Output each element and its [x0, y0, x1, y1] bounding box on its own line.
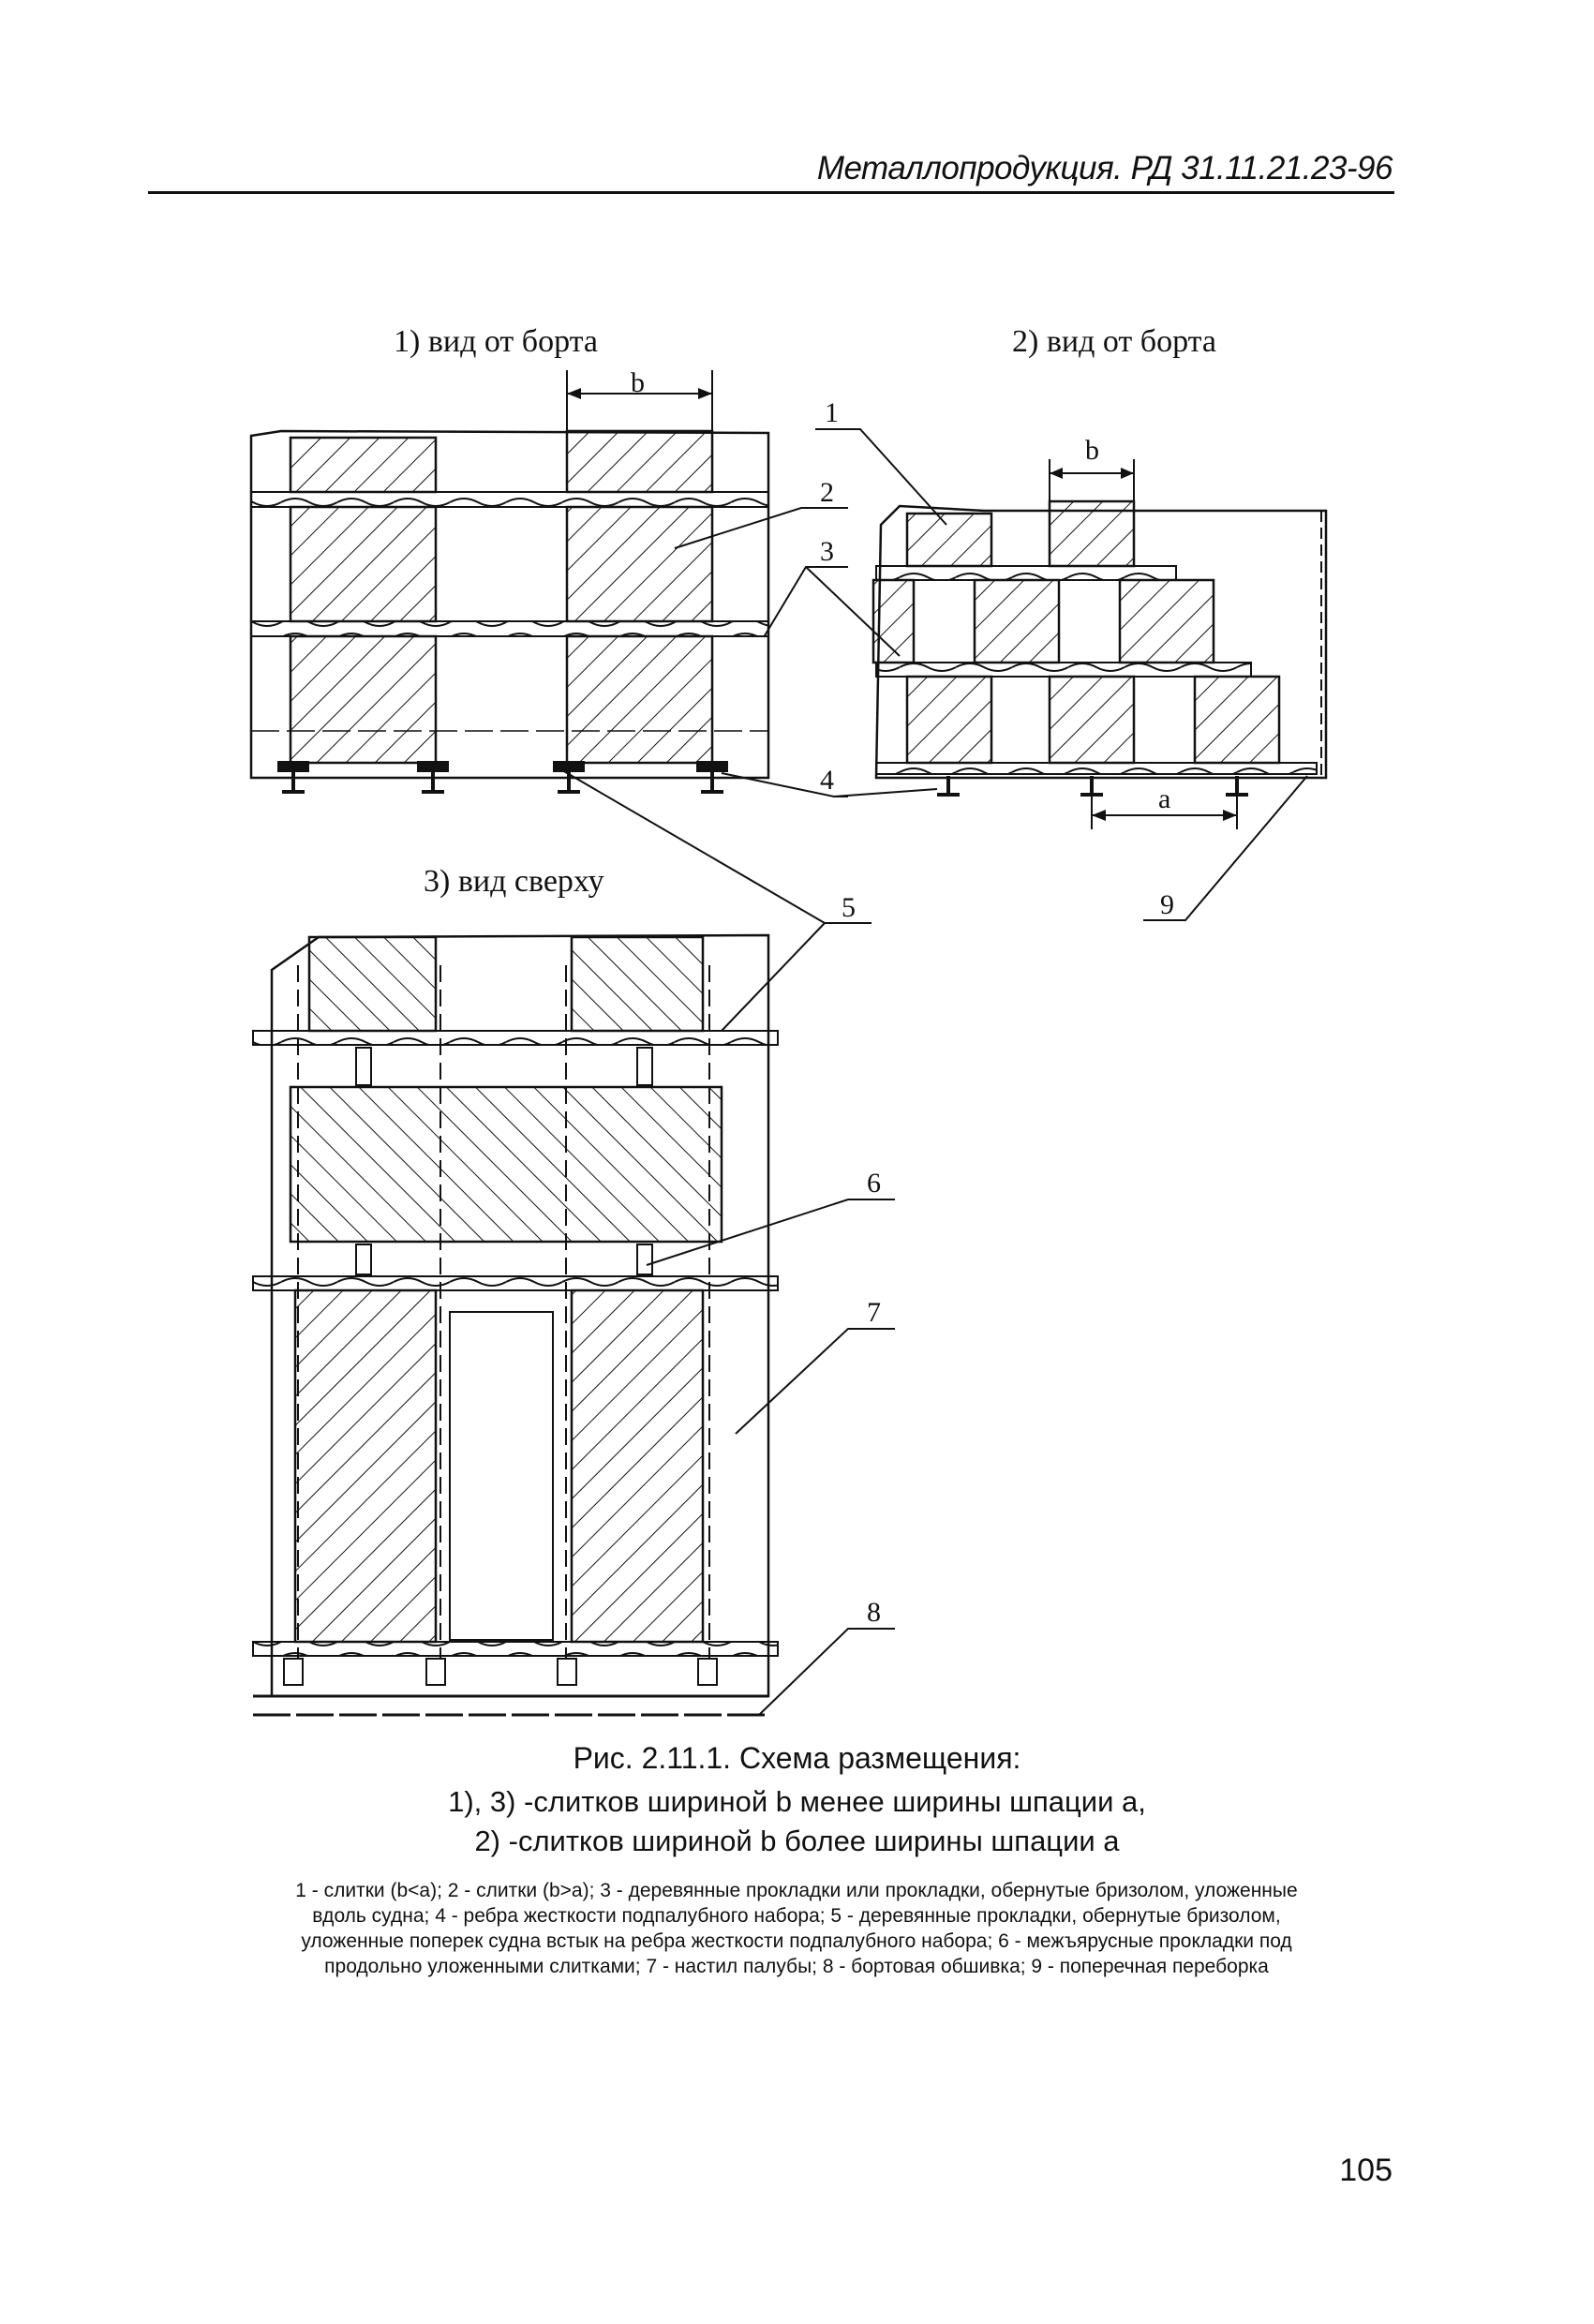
callout-8: 8 — [867, 1597, 881, 1628]
callout-9: 9 — [1160, 889, 1174, 920]
figure-caption-line2: 2) -слитков шириной b более ширины шпаци… — [474, 1825, 1120, 1857]
figure-legend: 1 - слитки (b<a); 2 - слитки (b>a); 3 - … — [295, 1880, 1298, 1977]
transverse-dunnage — [252, 1030, 779, 1046]
ingot — [570, 1289, 705, 1644]
view2-drawing: b a — [871, 435, 1328, 829]
callout-4: 4 — [820, 765, 834, 796]
ingot — [565, 634, 714, 765]
ingot — [307, 935, 438, 1033]
callout-2: 2 — [820, 477, 834, 508]
callout-6: 6 — [867, 1168, 881, 1199]
figure-caption-title: Рис. 2.11.1. Схема размещения: — [573, 1741, 1021, 1775]
ingot — [565, 429, 714, 494]
wooden-dunnage — [875, 762, 1318, 775]
ingot — [289, 436, 438, 494]
ingot — [289, 505, 438, 623]
wooden-dunnage — [875, 565, 1177, 581]
transverse-dunnage — [252, 1641, 779, 1657]
view1-title: 1) вид от борта — [394, 324, 598, 359]
figure-caption-line1: 1), 3) -слитков шириной b менее ширины ш… — [448, 1785, 1146, 1818]
view1-drawing: b — [249, 367, 770, 794]
page-number: 105 — [1339, 2153, 1393, 2188]
callout-5: 5 — [842, 892, 856, 923]
wooden-dunnage — [250, 491, 769, 508]
callout-7: 7 — [867, 1297, 881, 1328]
view3-title: 3) вид сверху — [424, 864, 604, 899]
ingot — [1048, 675, 1136, 765]
ingot — [1118, 578, 1215, 664]
ingot — [905, 512, 993, 568]
dimension-b-label-view2: b — [1085, 435, 1099, 466]
ingot — [565, 505, 714, 623]
ingot — [905, 675, 993, 765]
dimension-a-label: a — [1158, 783, 1170, 814]
ingot-longitudinal — [289, 1085, 723, 1244]
view2-title: 2) вид от борта — [1012, 324, 1216, 359]
view3-drawing — [252, 933, 779, 1717]
ingot — [1193, 675, 1281, 765]
transverse-dunnage — [252, 1275, 779, 1291]
callout-1: 1 — [825, 397, 839, 428]
ingot — [1048, 499, 1136, 568]
ingot — [293, 1289, 438, 1644]
dimension-b-label: b — [631, 367, 645, 398]
ingot — [570, 935, 705, 1033]
ingot — [289, 634, 438, 765]
header-rule — [148, 191, 1394, 194]
ingot — [973, 578, 1061, 664]
callout-3: 3 — [820, 536, 834, 567]
wooden-dunnage — [875, 662, 1252, 678]
document-header-title: Металлопродукция. РД 31.11.21.23-96 — [816, 150, 1393, 186]
wooden-dunnage — [250, 620, 769, 637]
